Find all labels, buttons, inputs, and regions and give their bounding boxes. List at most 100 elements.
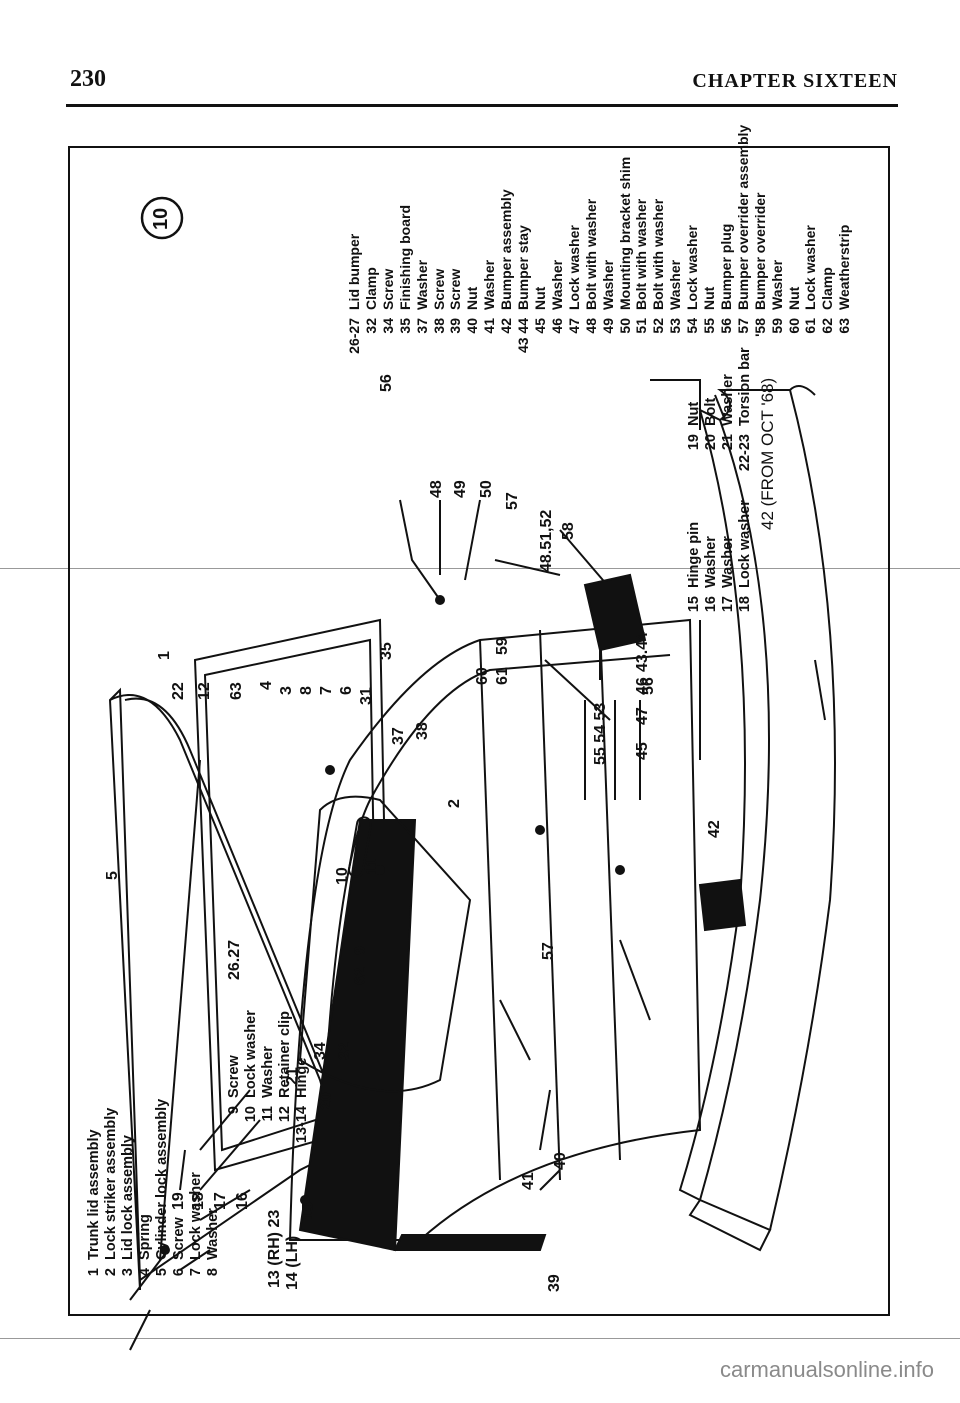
legend-label: Bumper stay <box>515 225 532 310</box>
legend-label: Lock washer <box>684 225 701 310</box>
legend-label: Washer <box>413 259 430 310</box>
callout-42: 42 <box>706 820 723 838</box>
callout-4: 4 <box>258 681 275 690</box>
callout-48-51-52: 48.51,52 <box>538 509 555 572</box>
legend-label: Nut <box>686 401 702 426</box>
legend-num: 8 <box>205 1268 221 1277</box>
legend-label: Washer <box>768 259 785 310</box>
legend-label: Clamp <box>362 267 379 310</box>
trunk-lid-outline <box>108 687 141 1291</box>
legend-num: 39 <box>447 318 464 334</box>
callout-7: 7 <box>318 686 335 695</box>
legend-num: 46 <box>548 318 565 334</box>
callout-9: 9 <box>352 946 369 955</box>
callout-22: 22 <box>170 682 187 700</box>
trunk-body <box>288 618 702 1241</box>
callout-56-lower: 56 <box>640 677 657 695</box>
callout-2: 2 <box>446 799 463 808</box>
legend-label: Washer <box>260 1046 276 1098</box>
legend-num: 49 <box>599 318 616 334</box>
legend-row: 47 Lock washer <box>566 125 583 362</box>
legend-label: Bumper assembly <box>498 189 515 310</box>
legend-label: Nut <box>464 286 481 310</box>
legend-num: 47 <box>565 318 582 334</box>
legend-num: 60 <box>785 318 802 334</box>
legend-num: 57 <box>734 318 751 334</box>
page-number: 230 <box>70 66 106 92</box>
callout-26-27: 26.27 <box>226 939 243 980</box>
legend-num: 12 <box>277 1106 293 1123</box>
legend-num: 52 <box>650 318 667 334</box>
finishing-board <box>298 819 417 1252</box>
legend-num: 26-27 <box>346 318 362 354</box>
callout-21: 21 <box>284 1067 301 1085</box>
legend-num: 61 <box>802 318 819 334</box>
callout-41: 41 <box>520 1172 537 1190</box>
legend-label: Washer <box>599 259 616 310</box>
callout-37: 37 <box>390 727 407 745</box>
legend-num: 54 <box>684 318 701 334</box>
legend-num: 53 <box>667 318 684 334</box>
legend-num: 63 <box>836 318 853 334</box>
callout-48-top: 48 <box>428 480 445 498</box>
legend-num: 42 <box>498 318 515 334</box>
figure-frame <box>68 146 890 1316</box>
legend-label: Washer <box>667 259 684 310</box>
callout-56-upper: 56 <box>378 374 395 392</box>
scan-line-bottom <box>0 1338 960 1339</box>
legend-label: Lock washer <box>737 500 753 588</box>
callout-11: 11 <box>364 858 381 875</box>
legend-num: 43 44 <box>515 318 532 354</box>
legend-row: 52 Bolt with washer <box>650 125 667 362</box>
legend-label: Washer <box>703 536 719 588</box>
legend-label: Lock washer <box>565 225 582 310</box>
legend-label: Spring <box>137 1214 153 1260</box>
legend-num: 15 <box>686 596 702 613</box>
legend-label: Bumper overrider <box>751 192 768 310</box>
legend-num: 45 <box>531 318 548 334</box>
callout-62: 62 <box>352 967 369 985</box>
legend-num: 11 <box>260 1106 276 1122</box>
legend-num: 34 <box>379 318 396 334</box>
callout-31: 31 <box>358 687 375 705</box>
callout-17: 17 <box>212 1192 229 1210</box>
legend-row: 54 Lock washer <box>684 125 701 362</box>
legend-num: 2 <box>103 1268 119 1277</box>
callout-18: 18 <box>190 1192 207 1210</box>
callout-16: 16 <box>234 1192 251 1210</box>
watermark: carmanualsonline.info <box>719 1357 934 1382</box>
legend-row: 18 Lock washer <box>737 500 754 640</box>
callout-35: 35 <box>378 642 395 660</box>
callout-43-44: 43.44 <box>634 631 651 672</box>
hinge-plate <box>298 795 472 1093</box>
legend-label: Screw <box>226 1055 242 1098</box>
legend-num: 18 <box>737 596 753 613</box>
legend-num: 41 <box>481 318 498 334</box>
legend-label: Bolt with washer <box>650 198 667 310</box>
